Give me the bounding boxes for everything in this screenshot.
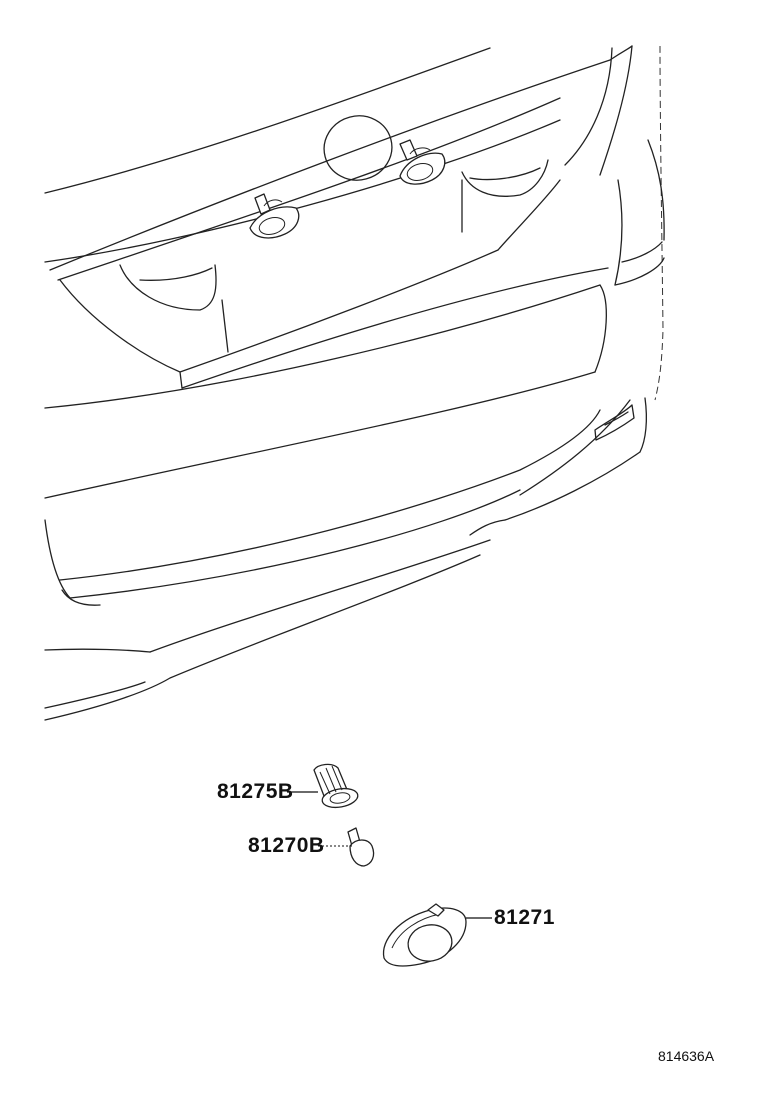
- bumper-side-crease: [519, 399, 631, 496]
- callout-81271: 81271: [494, 906, 555, 929]
- callout-81275B: 81275B: [217, 780, 294, 803]
- rear-reflector-inner: [604, 411, 629, 426]
- garnish-recess-right: [461, 159, 549, 197]
- diffuser-left-lower: [44, 681, 146, 709]
- bumper-mid-line: [44, 371, 596, 499]
- installed-lamp-right: [399, 139, 446, 185]
- diffuser-bottom: [44, 554, 481, 721]
- trunk-lid-inner: [57, 97, 561, 281]
- bumper-lower-corner: [61, 589, 101, 606]
- bumper-bottom-right: [504, 451, 641, 521]
- bumper-bottom-step: [469, 519, 506, 536]
- body-side-hidden: [654, 45, 664, 401]
- bumper-lower-line-2: [69, 489, 521, 599]
- trunk-lid-top: [49, 45, 633, 271]
- bumper-side-edge: [639, 397, 647, 453]
- c-pillar-inner: [564, 47, 613, 166]
- garnish-recess-left: [119, 264, 217, 311]
- figure-reference: 814636A: [658, 1048, 715, 1064]
- bumper-corner-upper: [594, 284, 607, 373]
- diffuser-line: [149, 539, 491, 653]
- bumper-lower-line: [59, 409, 601, 581]
- body-side: [647, 139, 665, 241]
- rear-reflector: [594, 404, 635, 441]
- lamp-assembly-part-icon: [382, 903, 467, 967]
- bumper-upper-line: [44, 284, 601, 409]
- socket-part-icon: [313, 763, 359, 809]
- bulb-part-icon: [347, 827, 375, 867]
- plate-left-edge: [221, 299, 229, 353]
- trunk-lid-corner: [59, 279, 183, 389]
- c-pillar: [599, 45, 633, 176]
- installed-lamp-left: [249, 193, 300, 239]
- garnish-recess-right-inner: [469, 167, 541, 181]
- diffuser-left-top: [44, 648, 151, 653]
- tail-lamp-edge: [614, 179, 623, 286]
- garnish-upper: [44, 119, 561, 263]
- trunk-lid-right-edge: [497, 179, 561, 251]
- trunk-lid-bottom: [179, 249, 499, 373]
- callout-81270B: 81270B: [248, 834, 325, 857]
- roof-line: [44, 47, 491, 194]
- bumper-left-curve: [44, 519, 71, 599]
- tail-lamp-bottom: [614, 257, 665, 286]
- trunk-lid-bottom-2: [181, 267, 609, 389]
- garnish-recess-left-inner: [139, 267, 213, 281]
- tail-lamp-line: [621, 241, 663, 263]
- rear-emblem: [323, 115, 393, 181]
